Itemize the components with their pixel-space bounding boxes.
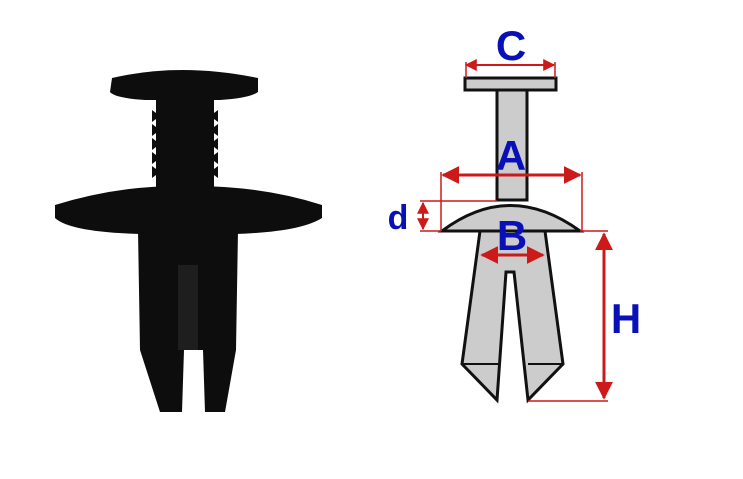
dimension-lines bbox=[417, 59, 613, 402]
label-h: H bbox=[611, 295, 641, 342]
label-c: C bbox=[496, 22, 526, 69]
label-d: d bbox=[388, 199, 409, 237]
label-b: B bbox=[497, 212, 527, 259]
clip-drawing bbox=[437, 76, 585, 404]
label-a: A bbox=[496, 132, 526, 179]
clip-photo bbox=[55, 70, 322, 412]
